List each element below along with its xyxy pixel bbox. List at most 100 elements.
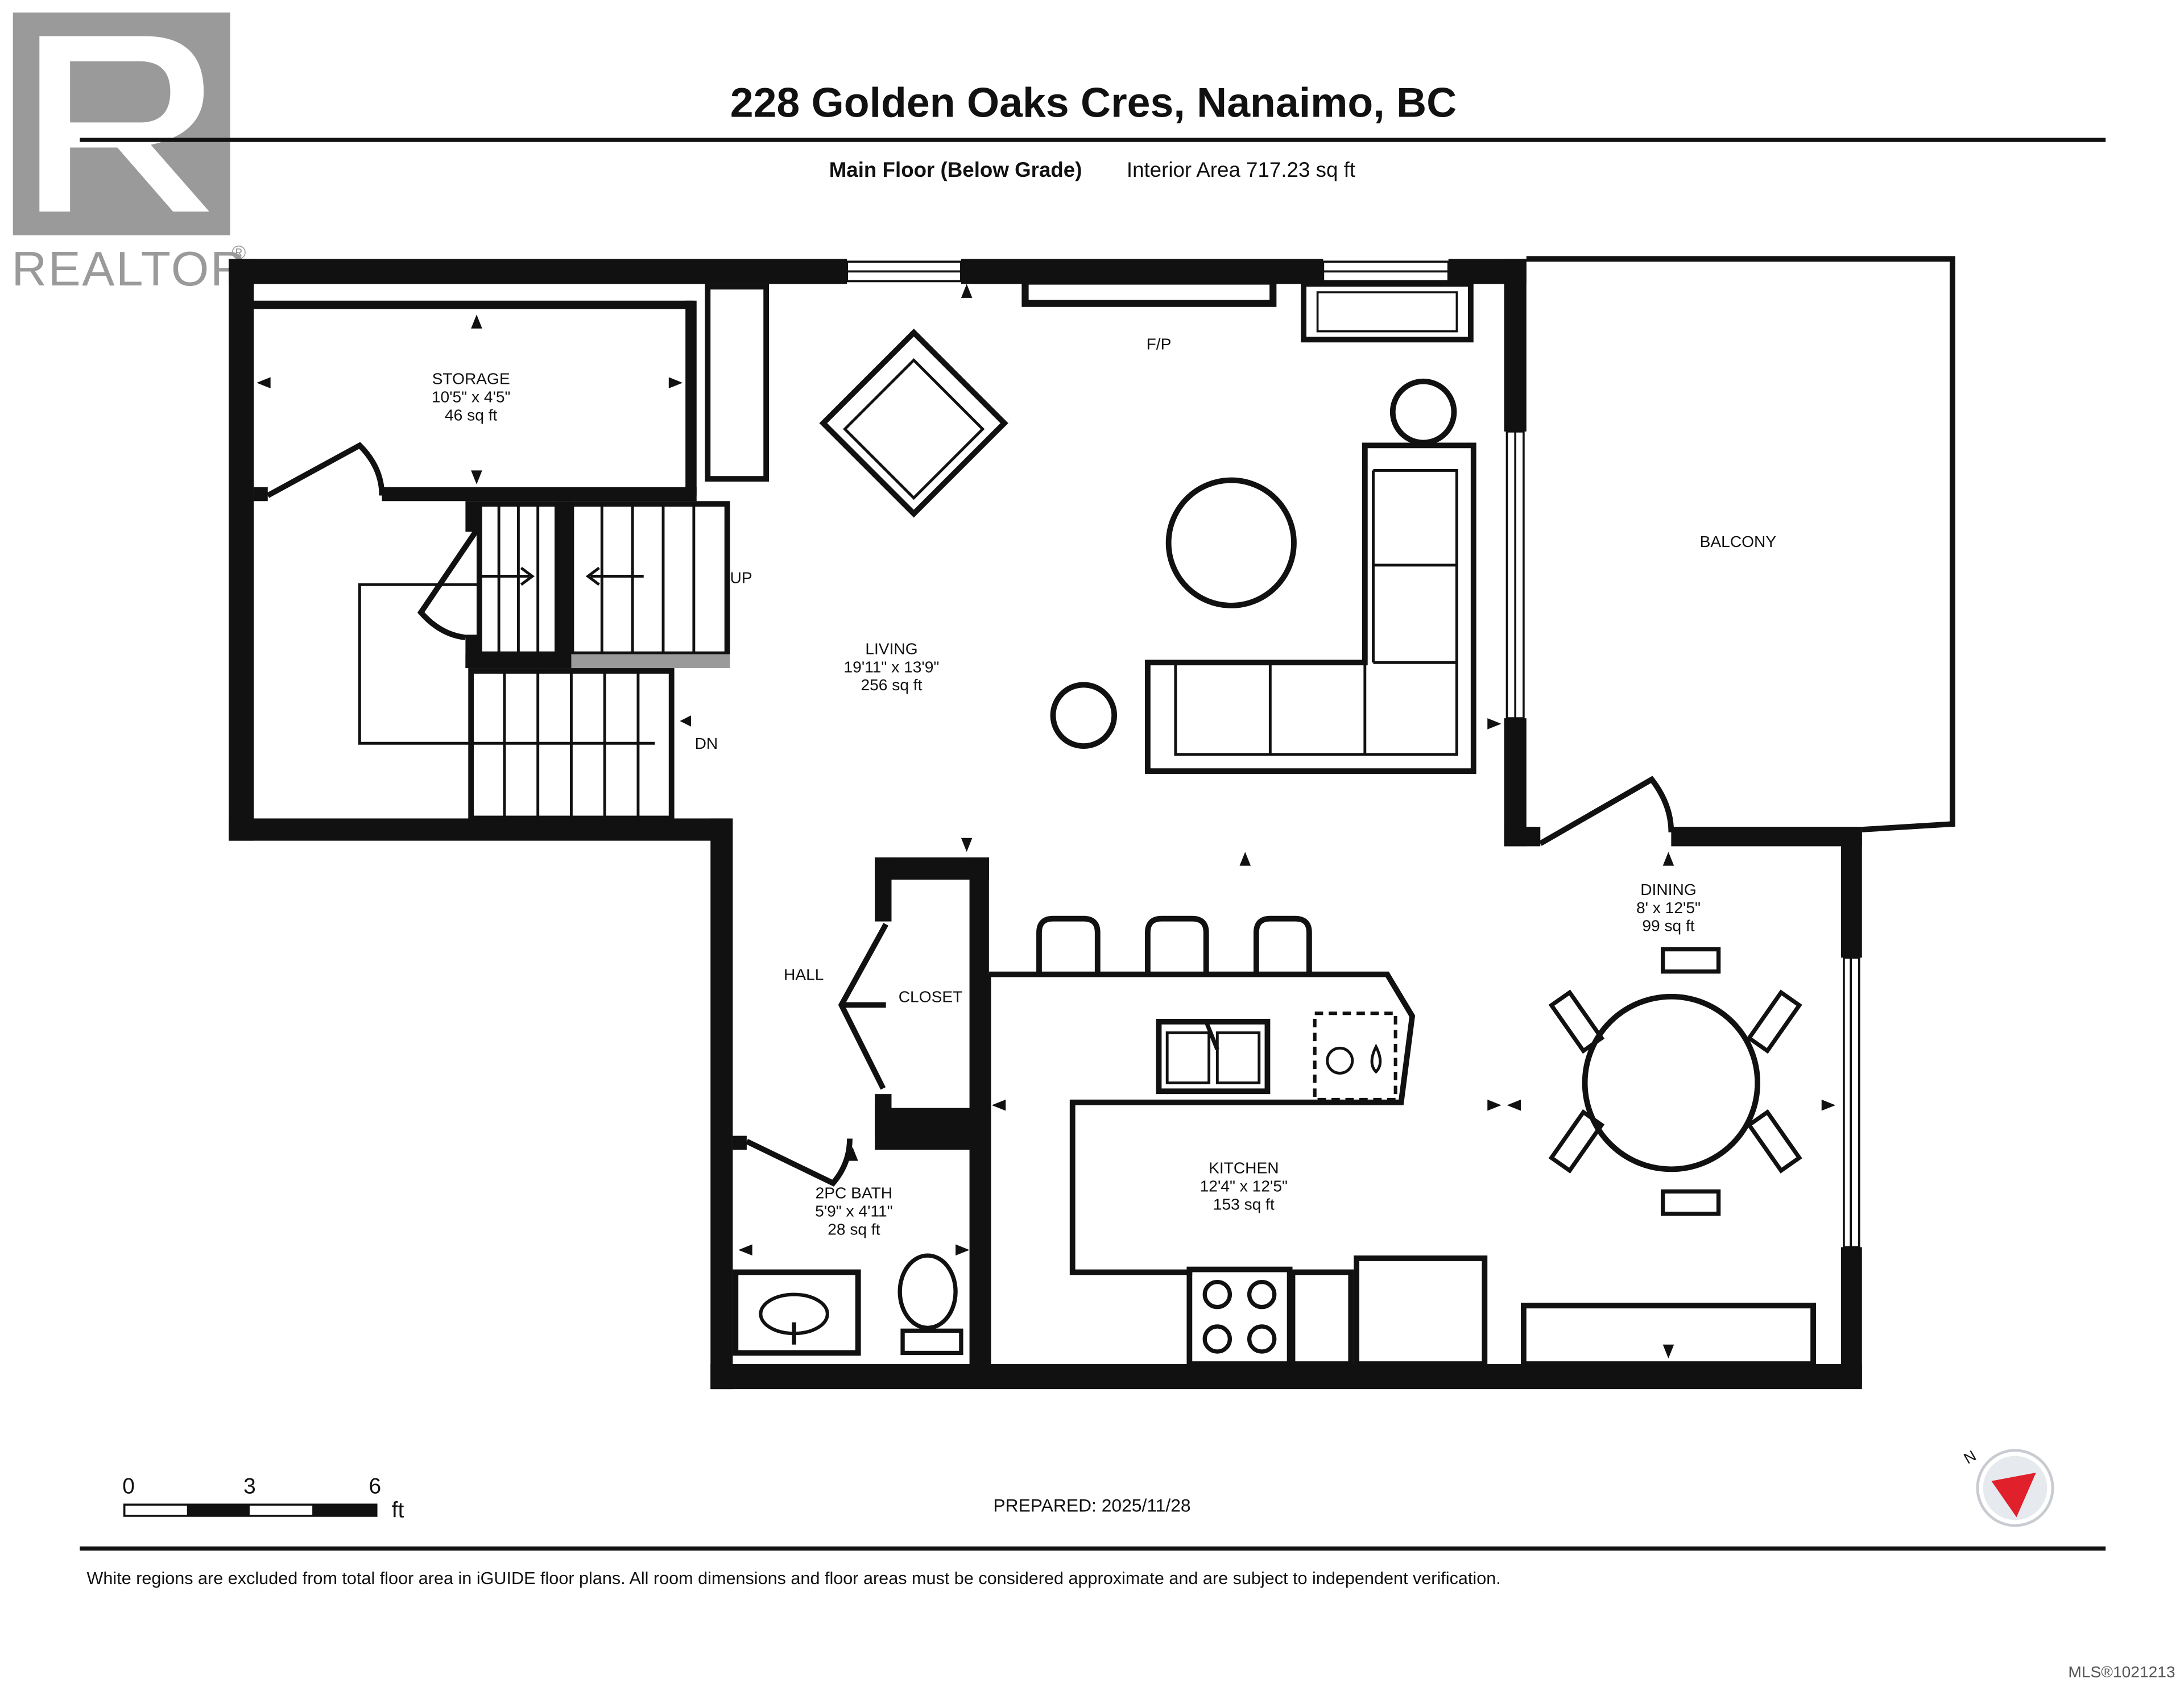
arrow-left-icon [1507,1099,1521,1111]
kitchen-cabinet-small [1289,1269,1354,1367]
prepared-date: PREPARED: 2025/11/28 [993,1495,1190,1516]
dining-table [1548,947,1802,1216]
arrow-left-icon [680,715,691,727]
wall-balcony-upper [1504,259,1527,432]
dishwasher [1313,1012,1397,1101]
scale-bar-segment [187,1504,250,1516]
arrow-left-icon [991,1099,1006,1111]
arrow-left-icon [738,1244,752,1256]
wall-storage-door-jamb [254,487,268,501]
room-name-bath: 2PC BATH [816,1184,893,1202]
wall-balcony-corner [1504,827,1541,847]
scale-tick-6: 6 [369,1474,381,1499]
windows [846,260,1860,1249]
wall-storage-right [685,300,697,496]
wall-hall-left [710,818,733,1390]
wall-storage-top [251,300,694,309]
arrow-up-icon [1662,852,1674,866]
room-name-dining: DINING [1640,881,1697,898]
sectional-sofa [1145,442,1476,774]
interior-area: Interior Area 717.23 sq ft [1127,158,1355,181]
room-name-kitchen: KITCHEN [1209,1159,1279,1177]
arrow-right-icon [1487,718,1502,729]
room-dims-kitchen: 12'4" x 12'5" [1200,1178,1288,1195]
balcony-door [1538,776,1674,846]
toilet [897,1253,963,1356]
furniture [705,281,1816,1367]
dining-buffet [1520,1303,1816,1367]
stair-door [417,524,482,641]
doors [266,442,1674,1187]
stool-round [1050,682,1118,749]
wall-stair-bottom [229,818,730,841]
room-area-living: 256 sq ft [861,676,923,694]
compass-icon: N [1961,1447,2054,1527]
wall-right-lower [1841,1247,1862,1387]
walls [229,259,1862,1390]
floor-name: Main Floor (Below Grade) [829,158,1082,181]
page-title: 228 Golden Oaks Cres, Nanaimo, BC [730,80,1457,126]
arrow-up-icon [961,284,973,298]
arrow-markers [257,284,1836,1359]
refrigerator [1354,1255,1488,1367]
arrow-up-icon [471,314,482,329]
side-table-round [1389,378,1457,446]
room-dims-dining: 8' x 12'5" [1636,899,1701,917]
window-ledge [1021,277,1277,307]
compass-needle [1991,1473,2036,1518]
balcony-outline [1526,256,1955,832]
room-area-bath: 28 sq ft [828,1220,880,1238]
bath-door [745,1138,853,1187]
storage-door [266,442,385,498]
kitchen-sink [1156,1018,1271,1095]
wall-balcony-lower [1504,718,1527,847]
room-area-kitchen: 153 sq ft [1213,1195,1275,1213]
armchair [819,329,1008,518]
arrow-right-icon [1487,1099,1502,1111]
header-rule [80,138,2106,142]
room-name-balcony: BALCONY [1700,533,1777,550]
room-dims-living: 19'11" x 13'9" [844,658,940,675]
scale-tick-0: 0 [122,1474,135,1499]
scale-tick-3: 3 [243,1474,256,1499]
wall-left [229,259,254,841]
bathroom-sink [733,1269,861,1356]
arrow-right-icon [956,1244,970,1256]
scale-bar: 0 3 6 ft [122,1474,404,1523]
wall-right-upper [1841,830,1862,958]
wall-closet-jamb-top [875,857,892,922]
bar-stools [1036,915,1312,975]
stairs-down-label: DN [695,735,718,752]
mls-number: MLS®1021213 [2068,1663,2175,1681]
stair-upper-right [568,501,730,657]
fireplace [1301,281,1474,343]
room-name-storage: STORAGE [432,370,510,388]
room-name-closet: CLOSET [899,988,963,1006]
stairs [358,501,730,822]
arrow-down-icon [1662,1344,1674,1359]
wall-top-left [229,259,847,284]
room-name-living: LIVING [865,640,917,658]
room-area-storage: 46 sq ft [445,406,497,424]
arrow-down-icon [961,838,973,852]
disclaimer: White regions are excluded from total fl… [87,1569,1501,1588]
wall-dining-top [1671,827,1862,847]
footer-rule [80,1546,2106,1551]
stairs-up-label: UP [730,569,752,587]
room-name-hall: HALL [784,965,824,983]
arrow-right-icon [1821,1099,1836,1111]
stove [1186,1266,1293,1367]
wall-closet-bottom [875,1108,989,1150]
stair-landing-grey [571,654,730,669]
room-dims-storage: 10'5" x 4'5" [432,388,511,405]
stair-walk-line [358,583,655,745]
arrow-down-icon [471,470,482,484]
wall-storage-bottom [382,487,697,501]
scale-unit: ft [392,1498,404,1522]
arrow-up-icon [847,1147,858,1161]
living-cabinet [705,284,770,482]
kitchen-counter [988,971,1416,1275]
arrow-left-icon [257,377,271,388]
